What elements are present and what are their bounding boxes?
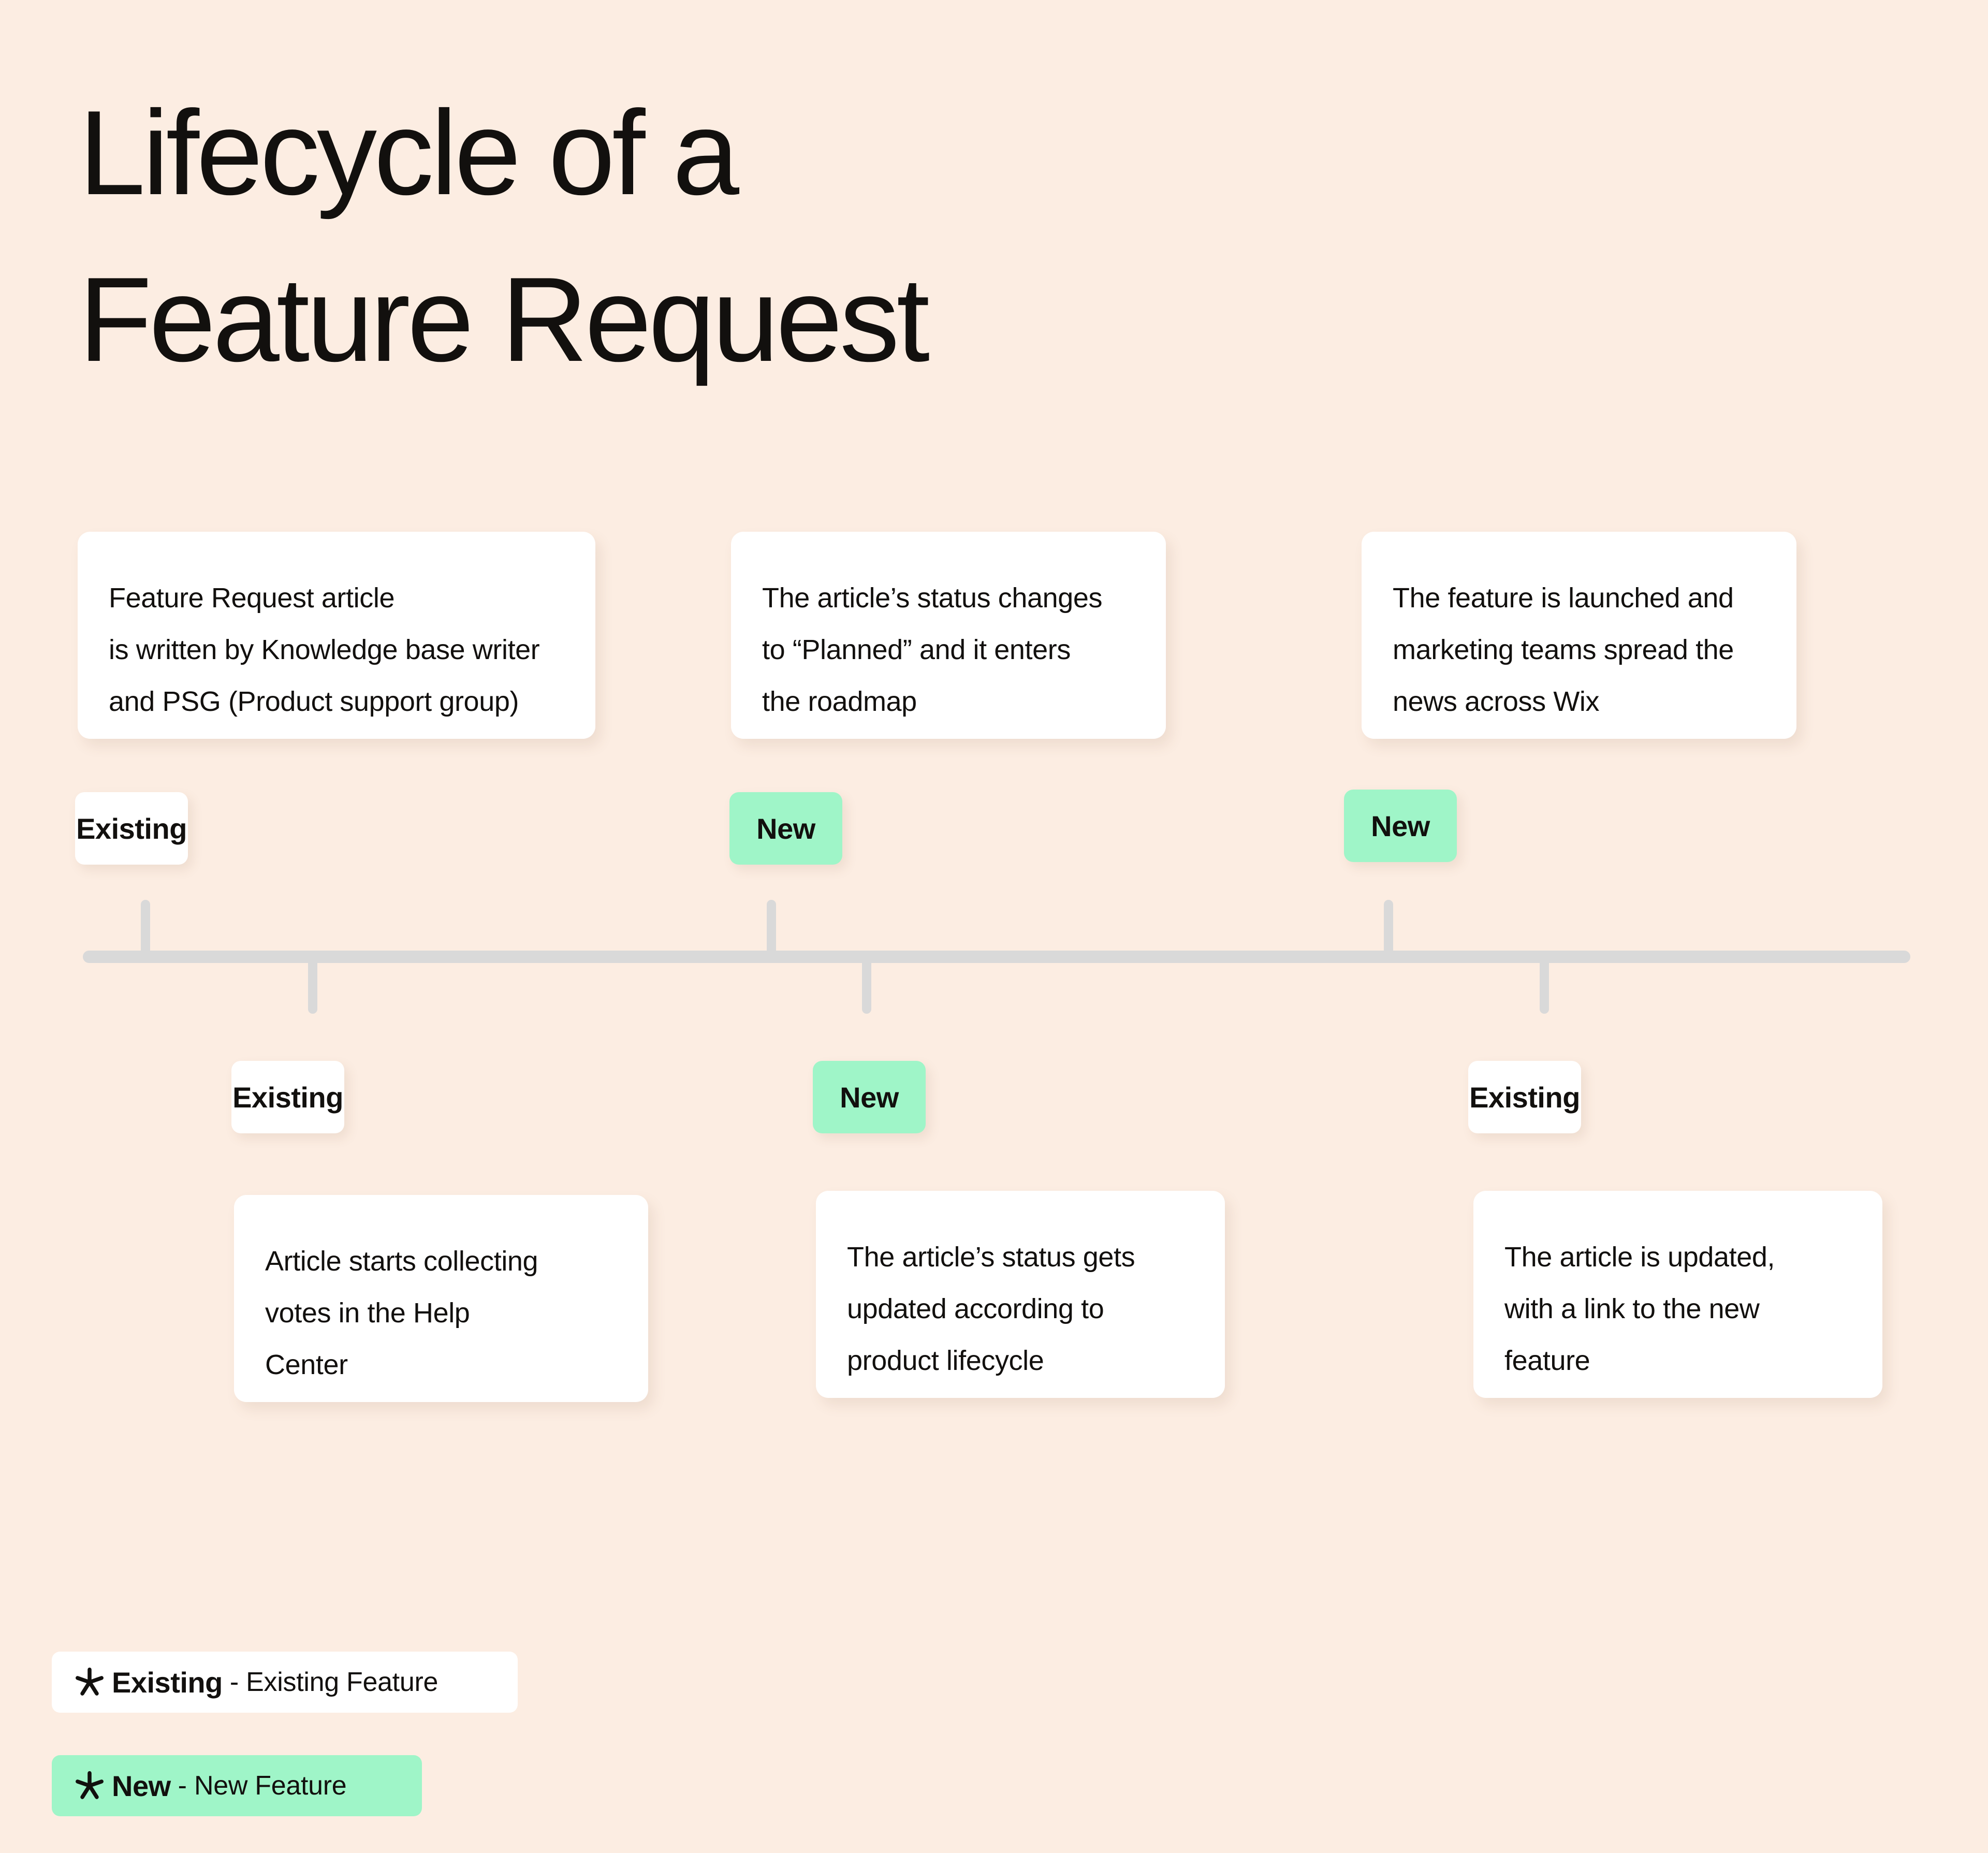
asterisk-icon [75, 1771, 105, 1801]
page-title: Lifecycle of a Feature Request [79, 86, 930, 387]
bottom-badge-2-new[interactable]: New [813, 1061, 926, 1133]
legend-key-existing: Existing [112, 1666, 223, 1699]
top-card-2-text: The article’s status changes to “Planned… [762, 582, 1103, 717]
stem-down-1 [308, 957, 317, 1014]
legend-separator-new: - [178, 1771, 187, 1801]
asterisk-icon [75, 1667, 105, 1697]
top-card-1-text: Feature Request article is written by Kn… [109, 582, 540, 717]
stem-down-3 [1540, 957, 1549, 1014]
bottom-card-3: The article is updated, with a link to t… [1473, 1191, 1882, 1398]
bottom-card-2: The article’s status gets updated accord… [816, 1191, 1225, 1398]
stem-up-3 [1384, 900, 1393, 957]
bottom-card-1: Article starts collecting votes in the H… [234, 1195, 648, 1402]
stem-up-2 [767, 900, 776, 957]
timeline-axis [83, 951, 1910, 963]
legend-description-existing: Existing Feature [246, 1667, 438, 1697]
top-badge-3-label: New [1371, 809, 1430, 842]
bottom-badge-1-label: Existing [232, 1081, 343, 1114]
stem-down-2 [862, 957, 871, 1014]
top-badge-2-new[interactable]: New [729, 792, 842, 865]
stem-up-1 [141, 900, 150, 957]
legend-key-new: New [112, 1769, 171, 1802]
bottom-card-1-text: Article starts collecting votes in the H… [265, 1246, 538, 1380]
top-badge-3-new[interactable]: New [1344, 790, 1457, 862]
top-card-3-text: The feature is launched and marketing te… [1393, 582, 1734, 717]
legend-description-new: New Feature [194, 1771, 347, 1801]
bottom-card-3-text: The article is updated, with a link to t… [1504, 1242, 1775, 1376]
bottom-card-2-text: The article’s status gets updated accord… [847, 1242, 1135, 1376]
top-card-2: The article’s status changes to “Planned… [731, 532, 1166, 739]
legend-row-existing: Existing - Existing Feature [52, 1652, 518, 1713]
top-badge-1-label: Existing [76, 812, 187, 845]
top-badge-2-label: New [756, 812, 815, 845]
bottom-badge-3-existing[interactable]: Existing [1468, 1061, 1581, 1133]
bottom-badge-2-label: New [840, 1081, 899, 1114]
legend-separator-existing: - [229, 1667, 239, 1697]
top-badge-1-existing[interactable]: Existing [75, 792, 188, 865]
bottom-badge-3-label: Existing [1469, 1081, 1580, 1114]
top-card-3: The feature is launched and marketing te… [1362, 532, 1796, 739]
legend-row-new: New - New Feature [52, 1755, 422, 1816]
bottom-badge-1-existing[interactable]: Existing [231, 1061, 344, 1133]
top-card-1: Feature Request article is written by Kn… [78, 532, 595, 739]
